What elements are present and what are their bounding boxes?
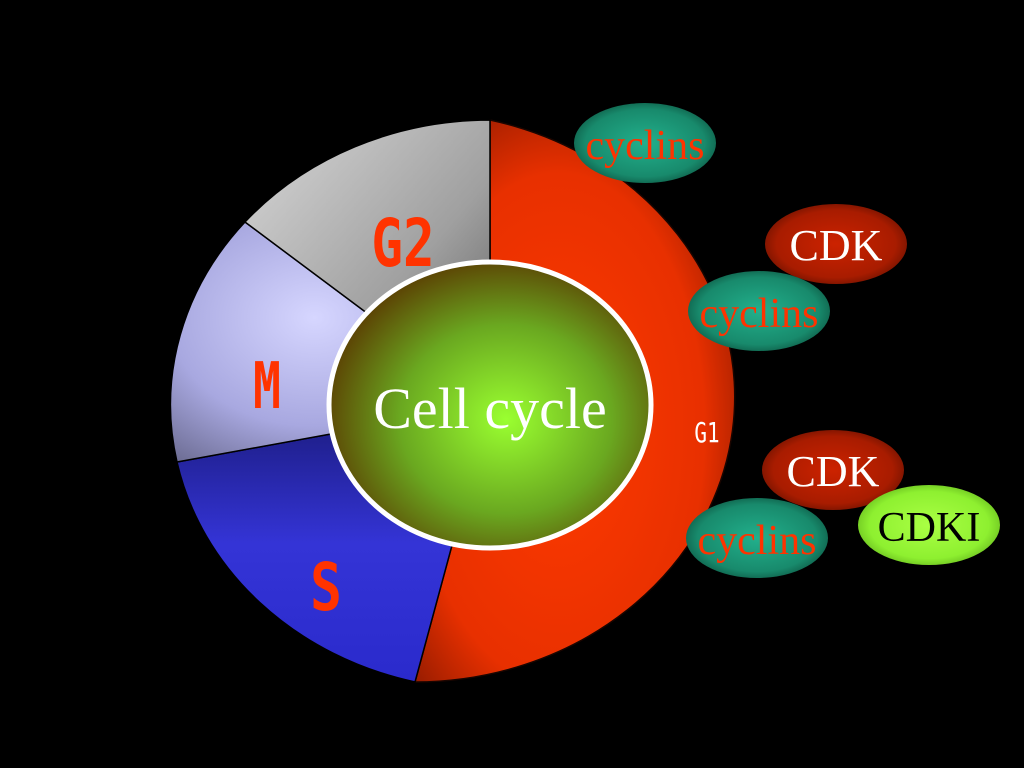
- molecule-label: CDK: [787, 447, 880, 496]
- molecule-cyclins-bottom: cyclins: [686, 498, 828, 578]
- center-circle: [326, 259, 654, 551]
- molecule-cyclins-top: cyclins: [574, 103, 716, 183]
- molecule-label: cyclins: [698, 518, 817, 564]
- phase-label-m: M: [253, 349, 281, 424]
- molecule-label: cyclins: [700, 291, 819, 337]
- molecule-label: CDKI: [878, 505, 981, 551]
- phase-label-s: S: [310, 550, 342, 626]
- center-label: Cell cycle: [373, 376, 607, 441]
- phase-label-g1: G1: [694, 416, 719, 449]
- molecule-cdki: CDKI: [858, 485, 1000, 565]
- molecule-cyclins-middle: cyclins: [688, 271, 830, 351]
- phase-label-g2: G2: [371, 206, 435, 282]
- molecule-cdk-lower: CDK: [762, 430, 904, 510]
- molecule-label: cyclins: [586, 123, 705, 169]
- molecule-label: CDK: [790, 221, 883, 270]
- molecule-cdk-upper: CDK: [765, 204, 907, 284]
